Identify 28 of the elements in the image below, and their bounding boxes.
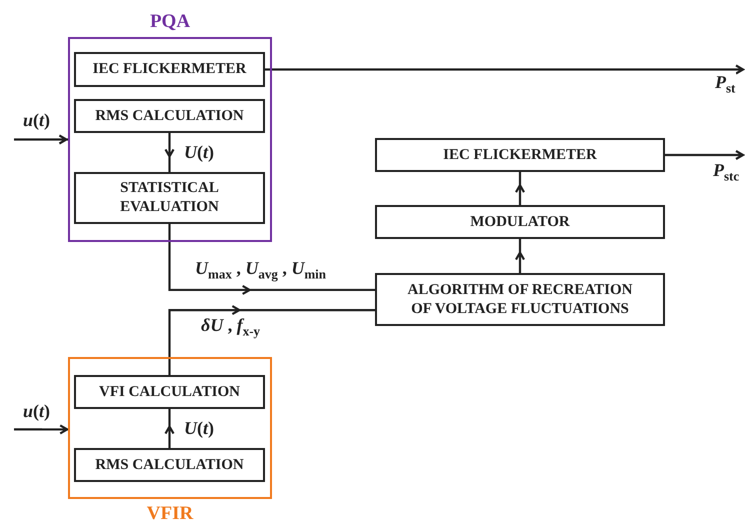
process-box: [74, 448, 265, 482]
process-box: [375, 138, 665, 172]
arrow: [264, 64, 745, 75]
arrow: [12, 424, 70, 435]
process-box: [74, 52, 265, 87]
process-box: [375, 273, 665, 326]
box-label: RMS CALCULATION: [95, 106, 244, 126]
arrow: [514, 238, 526, 274]
arrow: [168, 305, 376, 376]
box-label: VFI CALCULATION: [99, 382, 240, 402]
arrow: [664, 150, 745, 160]
arrow: [164, 132, 175, 174]
arrow: [514, 170, 526, 206]
arrow: [12, 134, 70, 145]
process-box: [375, 205, 665, 239]
arrow: [164, 408, 175, 450]
group-title: VFIR: [146, 503, 194, 525]
box-label: STATISTICAL EVALUATION: [119, 179, 220, 217]
process-box: [74, 99, 265, 133]
box-label: IEC FLICKERMETER: [443, 146, 597, 164]
box-label: RMS CALCULATION: [95, 456, 244, 474]
process-box: [74, 375, 265, 409]
box-label: IEC FLICKERMETER: [92, 60, 246, 79]
process-box: [74, 172, 265, 224]
box-label: MODULATOR: [470, 212, 570, 232]
box-label: ALGORITHM OF RECREATION OF VOLTAGE FLUCTUATIONS: [406, 280, 634, 318]
arrow: [168, 222, 376, 296]
group-title: PQA: [148, 11, 192, 33]
